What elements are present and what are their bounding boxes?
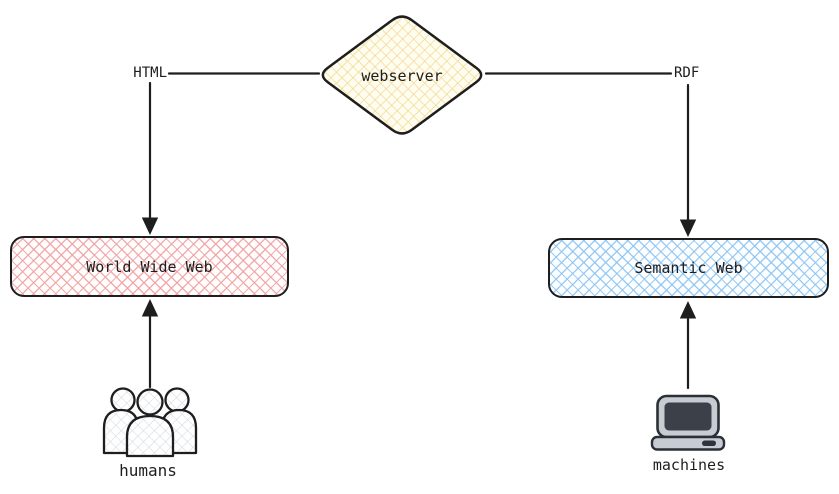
edge-label-rdf: RDF bbox=[674, 65, 700, 81]
computer-icon bbox=[650, 394, 726, 451]
node-label-semantic-web: Semantic Web bbox=[634, 259, 743, 277]
arrow-rdf-to-semantic bbox=[679, 83, 697, 237]
node-label-world-wide-web: World Wide Web bbox=[86, 257, 213, 276]
arrow-machines-to-semantic bbox=[679, 301, 697, 390]
node-world-wide-web: World Wide Web bbox=[10, 236, 289, 297]
node-label-machines: machines bbox=[652, 456, 726, 474]
arrow-html-to-www bbox=[141, 81, 159, 235]
node-webserver-diamond bbox=[321, 15, 483, 135]
edge-label-html: HTML bbox=[133, 65, 167, 81]
arrow-humans-to-www bbox=[141, 299, 159, 389]
node-semantic-web: Semantic Web bbox=[548, 238, 829, 298]
node-label-humans: humans bbox=[119, 461, 177, 480]
humans-icon bbox=[102, 387, 198, 458]
node-label-webserver: webserver bbox=[361, 67, 443, 85]
